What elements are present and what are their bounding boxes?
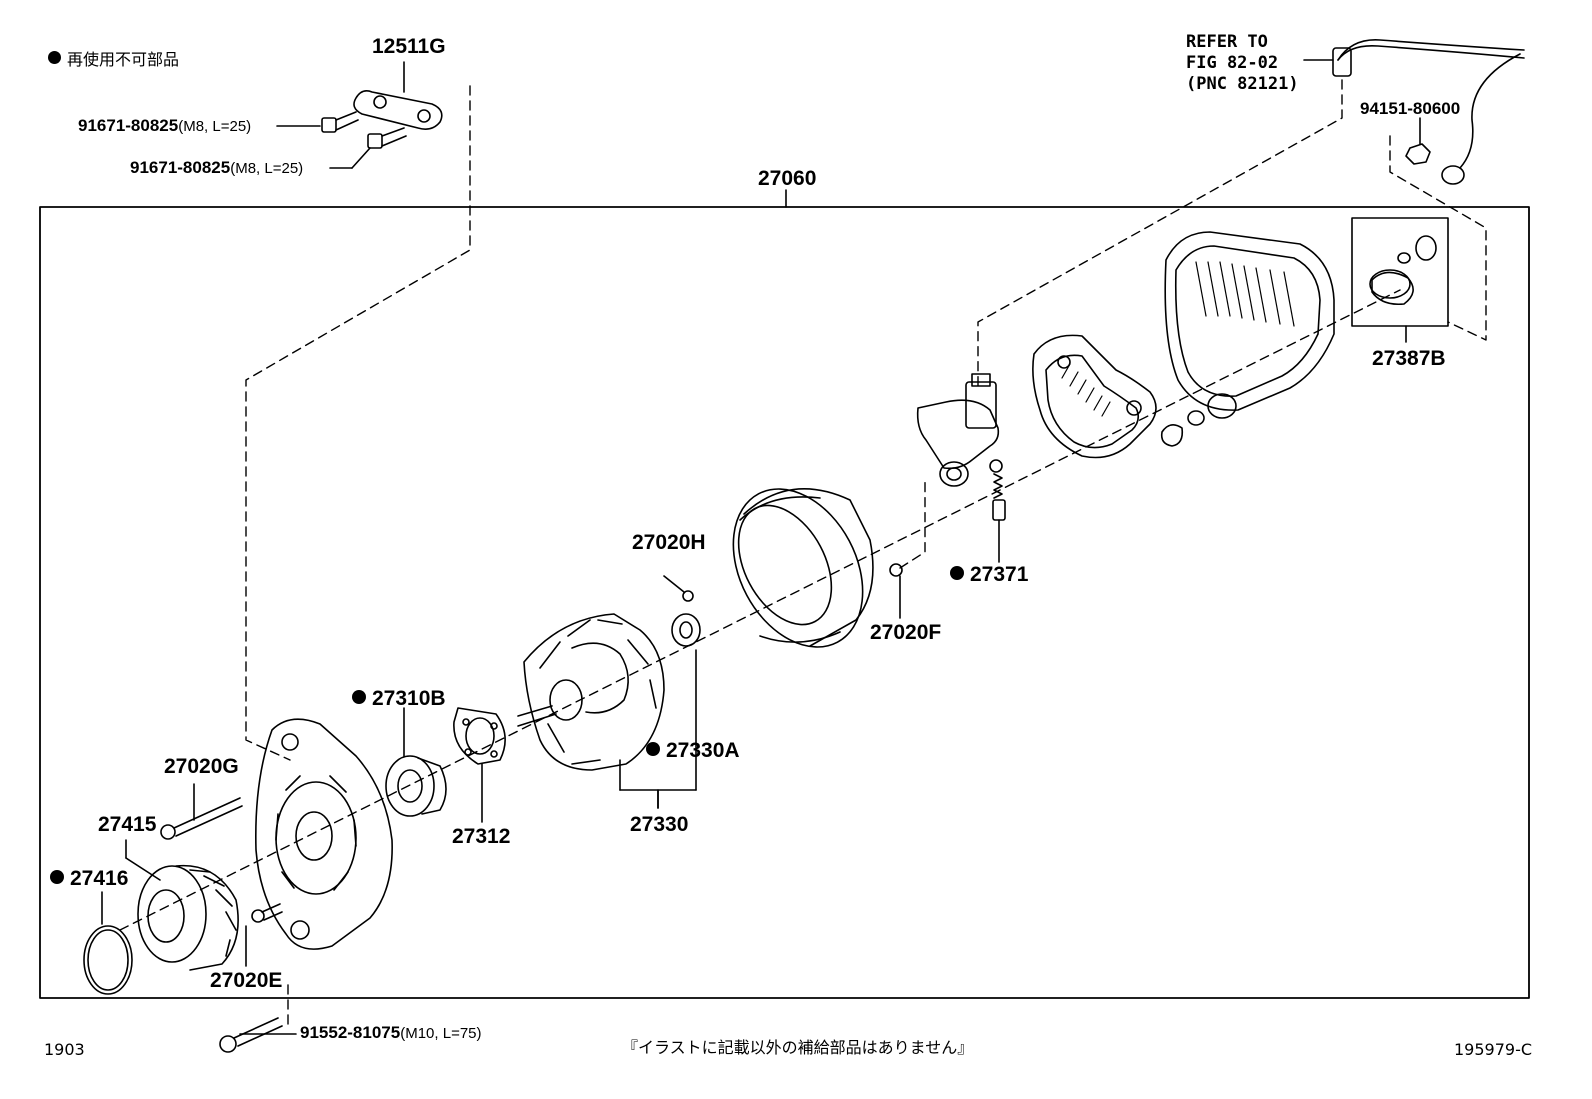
bolt-91671-b — [329, 127, 407, 169]
stator — [732, 488, 874, 648]
terminal-27387b — [1369, 235, 1437, 306]
non-reusable-dot — [50, 870, 64, 884]
rotor — [517, 613, 697, 791]
screw-27020f — [889, 563, 903, 619]
part-label-91552[interactable]: 91552-81075(M10, L=75) — [300, 1023, 482, 1042]
nut-94151 — [1405, 117, 1431, 165]
pulley-27415 — [125, 839, 239, 971]
part-label-27020g[interactable]: 27020G — [164, 755, 239, 778]
footer-center-note: 『イラストに記載以外の補給部品はありません』 — [622, 1038, 974, 1057]
bolt-91671-a — [276, 111, 359, 133]
assembly-frame — [39, 206, 1530, 999]
footer-right-code: 195979-C — [1454, 1040, 1533, 1059]
part-label-12511g[interactable]: 12511G — [372, 35, 446, 58]
refer-line-2: FIG 82-02 — [1186, 53, 1279, 73]
regulator-brush-holder — [916, 373, 1003, 487]
part-label-27415[interactable]: 27415 — [98, 813, 157, 836]
axis-lines — [119, 79, 1487, 1031]
refer-line-1: REFER TO — [1186, 32, 1268, 52]
terminal-box-27387b — [1351, 217, 1449, 327]
part-label-27310b[interactable]: 27310B — [352, 688, 446, 709]
assembly-label: 27060 — [758, 167, 817, 190]
part-label-27330a[interactable]: 27330A — [646, 740, 740, 761]
refer-line-3: (PNC 82121) — [1186, 74, 1299, 94]
bolt-91552 — [219, 1017, 297, 1053]
refer-note: REFER TO FIG 82-02 (PNC 82121) — [1186, 32, 1299, 95]
legend-text: 再使用不可部品 — [67, 50, 180, 69]
rear-housing — [1160, 231, 1335, 447]
part-label-27020e[interactable]: 27020E — [210, 969, 283, 992]
part-label-94151[interactable]: 94151-80600 — [1360, 99, 1461, 118]
non-reusable-dot — [950, 566, 964, 580]
drive-end-frame — [255, 718, 393, 950]
rectifier-holder — [1032, 334, 1157, 459]
part-label-27371[interactable]: 27371 — [950, 564, 1028, 585]
part-label-27387b[interactable]: 27387B — [1372, 347, 1446, 370]
bracket-plate-12511g — [353, 61, 443, 130]
harness-cable — [1303, 39, 1525, 185]
part-label-27020h[interactable]: 27020H — [632, 531, 706, 554]
part-label-27312[interactable]: 27312 — [452, 825, 511, 848]
ring-27416 — [83, 891, 133, 995]
retainer-plate-27312 — [453, 707, 506, 823]
part-label-91671-a[interactable]: 91671-80825(M8, L=25) — [78, 116, 252, 135]
bolt-27020g — [160, 783, 243, 840]
non-reusable-dot — [352, 690, 366, 704]
screw-27020e — [245, 903, 283, 967]
bearing-27310b — [385, 707, 447, 817]
legend: 再使用不可部品 — [48, 46, 179, 70]
bearing-27330a — [657, 613, 701, 809]
brush-27371 — [992, 473, 1006, 563]
non-reusable-dot — [646, 742, 660, 756]
part-label-27416[interactable]: 27416 — [50, 868, 128, 889]
part-label-27330[interactable]: 27330 — [630, 813, 689, 836]
part-label-27020f[interactable]: 27020F — [870, 621, 942, 644]
screw-27020h — [663, 575, 694, 602]
footer-left-code: 1903 — [44, 1040, 85, 1059]
part-label-91671-b[interactable]: 91671-80825(M8, L=25) — [130, 158, 304, 177]
non-reusable-marker — [48, 51, 61, 64]
